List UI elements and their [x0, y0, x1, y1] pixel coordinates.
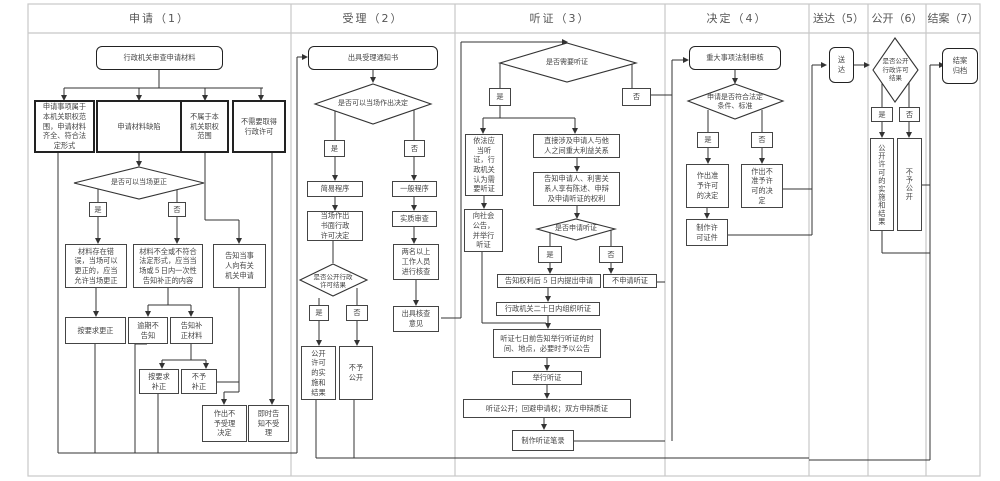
- archive-node: 结案 归档: [942, 48, 978, 84]
- fix-onsite-node: 材料存在错 误，当场可以 更正的，应当 允许当场更正: [65, 244, 127, 288]
- publish-result-decision: 是否公开行政 许可结果: [313, 272, 353, 289]
- make-certificate-node: 制作许 可证件: [686, 219, 728, 246]
- in-scope-node: 申请事项属于 本机关职权范 围，申请材料 齐全、符合法 定形式: [34, 100, 95, 153]
- need-hearing-decision: 是否需要听证: [546, 58, 588, 67]
- acceptance-notice-node: 出具受理通知书: [308, 46, 438, 70]
- lane-title-decide: 决定（4）: [706, 12, 768, 25]
- material-defect-node: 申请材料缺陷: [96, 100, 182, 153]
- reject-decision-node: 作出不 予受理 决定: [202, 405, 247, 442]
- two-staff-check-node: 两名以上 工作人员 进行核查: [393, 244, 439, 280]
- deny-permit-node: 作出不 准予许 可的决 定: [741, 164, 783, 208]
- decision-shapes: [73, 37, 919, 297]
- lane-title-accept: 受理（2）: [342, 12, 404, 25]
- apply-hearing-decision: 是否申请听证: [555, 224, 597, 233]
- conform-yes-label: 是: [697, 132, 719, 148]
- simple-procedure-node: 简易程序: [307, 181, 363, 197]
- general-procedure-node: 一般程序: [392, 181, 437, 197]
- need-yes-label: 是: [489, 88, 511, 106]
- check-opinion-node: 出具核查 意见: [393, 306, 439, 332]
- publish6-yes-label: 是: [871, 107, 893, 122]
- onsite-no-label: 否: [404, 140, 425, 157]
- notify-7-days-node: 听证七日前告知举行听证的时 间、地点，必要时予以公告: [493, 329, 601, 358]
- lane-title-hearing: 听证（3）: [529, 12, 591, 25]
- fix-yes-label: 是: [89, 202, 107, 217]
- hold-hearing-node: 举行听证: [512, 371, 582, 385]
- apply-yes-label: 是: [538, 246, 562, 263]
- supplement-as-required-node: 按要求 补正: [139, 369, 179, 394]
- notify-supplement-node: 材料不全或不符合 法定形式，应当当 场或５日内一次性 告知补正的内容: [133, 244, 203, 288]
- publish6-no-label: 否: [899, 107, 920, 122]
- lane-title-close: 结案（7）: [927, 12, 979, 25]
- connectors: [57, 39, 945, 461]
- inform-rights-node: 告知申请人、利害关 系人享有陈述、申辩 及申请听证的权利: [533, 172, 620, 206]
- onsite-written-decision-node: 当场作出 书面行政 许可决定: [307, 211, 363, 241]
- onsite-yes-label: 是: [324, 140, 345, 157]
- grant-permit-node: 作出准 予许可 的决定: [686, 164, 729, 208]
- notify-materials-node: 告知补 正材料: [170, 317, 213, 344]
- publish-implementation-node: 公开 许可 的实 施和 结果: [301, 346, 336, 400]
- fix-no-label: 否: [168, 202, 186, 217]
- open-hearing-node: 听证公开；回避申请权；双方申辩质证: [463, 399, 631, 418]
- lane-title-apply: 申请（1）: [129, 12, 190, 25]
- lane-title-deliver: 送达（5）: [813, 12, 864, 25]
- need-no-label: 否: [622, 88, 651, 106]
- lane-title-publish: 公开（6）: [871, 12, 923, 25]
- lane-grid: [27, 3, 981, 477]
- publish-yes-label: 是: [309, 305, 329, 321]
- publish-implementation-result-node: 公开许可的实施和结果: [870, 138, 894, 231]
- no-permit-needed-node: 不需要取得 行政许可: [232, 100, 286, 153]
- can-fix-onsite-decision: 是否可以当场更正: [111, 178, 167, 187]
- fix-as-required-node: 按要求更正: [65, 317, 126, 344]
- publish-permit-decision: 是否公开 行政许可 结果: [882, 57, 909, 83]
- overdue-no-notice-node: 逾期不 告知: [128, 317, 168, 344]
- apply-within-5-days-node: 告知权利后 5 日内提出申请: [497, 274, 601, 288]
- organize-within-20-days-node: 行政机关二十日内组织听证: [496, 302, 600, 316]
- substantive-review-node: 实质审查: [392, 211, 437, 227]
- hearing-record-node: 制作听证笔录: [512, 430, 574, 451]
- decide-onsite-decision: 是否可以当场作出决定: [338, 99, 408, 108]
- public-announcement-node: 向社会 公告， 并举行 听证: [464, 209, 503, 252]
- no-publish6-node: 不予公开: [897, 138, 922, 231]
- conform-standards-decision: 申请是否符合法定 条件、标准: [707, 92, 763, 110]
- conform-no-label: 否: [751, 132, 773, 148]
- no-hearing-applied-node: 不申请听证: [603, 274, 657, 288]
- review-materials-node: 行政机关审查申请材料: [96, 46, 223, 70]
- major-interest-node: 直接涉及申请人与他 人之间重大利益关系: [533, 134, 620, 158]
- no-supplement-node: 不予 补正: [181, 369, 217, 394]
- tell-other-agency-node: 告知当事 人向有关 机关申请: [213, 244, 266, 288]
- legal-review-node: 重大事项法制审核: [689, 46, 781, 70]
- apply-no-label: 否: [599, 246, 623, 263]
- notify-not-accepted-node: 即时告 知不受 理: [248, 405, 289, 442]
- not-in-scope-node: 不属于本 机关职权 范围: [180, 100, 229, 153]
- hearing-by-law-node: 依法应 当听 证，行 政机关 认为需 要听证: [465, 134, 503, 196]
- publish-no-label: 否: [346, 305, 368, 321]
- deliver-node: 送 达: [829, 47, 854, 83]
- no-publish-node: 不予 公开: [339, 346, 373, 400]
